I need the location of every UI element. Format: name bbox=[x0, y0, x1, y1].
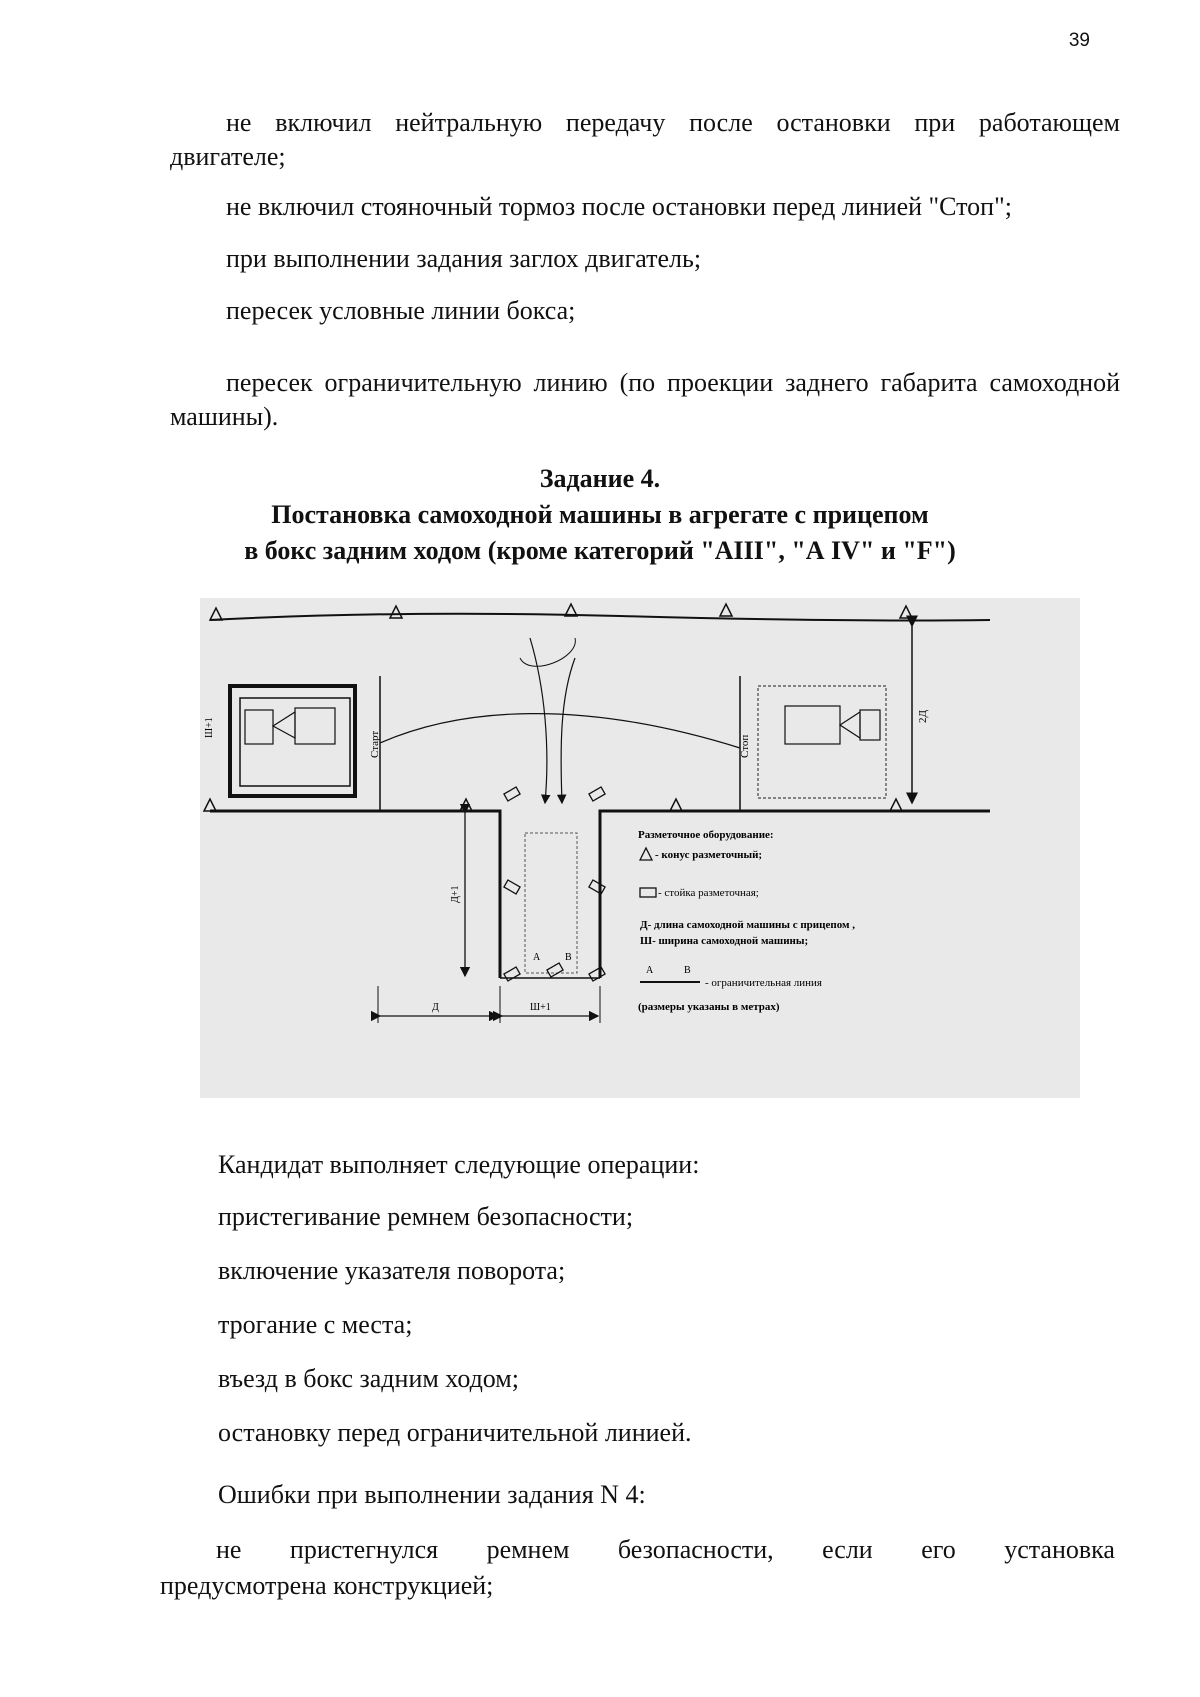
error-paragraph: не пристегнулся ремнем безопасности, есл… bbox=[160, 1532, 1115, 1604]
parked-position bbox=[524, 832, 578, 974]
legend-cone-icon bbox=[638, 846, 654, 861]
legend-d-def: Д- длина самоходной машины с прицепом , bbox=[640, 919, 855, 931]
trailer-icon bbox=[294, 707, 336, 745]
legend-cone: - конус разметочный; bbox=[655, 849, 762, 861]
tractor-icon bbox=[244, 709, 274, 745]
cone-icon bbox=[898, 604, 914, 619]
maneuver-diagram: Старт Ш+1 Стоп 2Д А В bbox=[200, 598, 1080, 1098]
paragraph-parking-brake: не включил стояночный тормоз после остан… bbox=[226, 192, 1012, 221]
page-number: 39 bbox=[1068, 30, 1090, 51]
top-cones bbox=[208, 602, 914, 621]
error-word: его bbox=[921, 1535, 956, 1564]
post-icon bbox=[503, 966, 521, 982]
legend-post: - стойка разметочная; bbox=[658, 887, 759, 899]
post-icon bbox=[503, 879, 521, 895]
task-title-line1: Постановка самоходной машины в агрегате … bbox=[271, 500, 929, 529]
operation-item: въезд в бокс задним ходом; bbox=[218, 1364, 519, 1393]
post-icon bbox=[546, 962, 564, 978]
task-title-line2: в бокс задним ходом (кроме категорий "АI… bbox=[244, 536, 956, 565]
top-boundary-line bbox=[209, 612, 991, 622]
legend: Разметочное оборудование: - конус размет… bbox=[638, 829, 855, 1013]
paragraph-box-lines: пересек условные линии бокса; bbox=[226, 296, 576, 325]
cone-icon bbox=[208, 606, 224, 621]
legend-title: Разметочное оборудование: bbox=[638, 829, 774, 841]
trajectory-curve bbox=[379, 713, 741, 749]
paragraph-engine-stall: при выполнении задания заглох двигатель; bbox=[226, 244, 702, 273]
dim-d-label: Д bbox=[432, 1002, 439, 1013]
legend-units: (размеры указаны в метрах) bbox=[638, 1001, 780, 1013]
stop-line-label: Стоп bbox=[739, 735, 751, 758]
point-a: А bbox=[533, 952, 541, 963]
operations-intro: Кандидат выполняет следующие операции: bbox=[218, 1150, 700, 1179]
cone-icon bbox=[458, 797, 474, 812]
operation-item: включение указателя поворота; bbox=[218, 1256, 566, 1285]
start-width-dim: Ш+1 bbox=[204, 717, 215, 738]
cone-icon bbox=[202, 797, 218, 812]
error-word: пристегнулся bbox=[289, 1535, 439, 1564]
dim-d1-label: Д+1 bbox=[450, 886, 461, 903]
start-line-label: Старт bbox=[369, 731, 381, 758]
legend-line-b: В bbox=[684, 965, 691, 976]
point-b: В bbox=[565, 952, 572, 963]
post-icon bbox=[503, 786, 521, 802]
stop-area bbox=[757, 685, 887, 799]
box-outline bbox=[210, 809, 990, 978]
error-line-2: предусмотрена конструкцией; bbox=[160, 1571, 494, 1600]
post-icon bbox=[588, 879, 606, 895]
task-number: Задание 4. bbox=[539, 464, 661, 493]
cone-icon bbox=[718, 602, 734, 617]
operation-item: пристегивание ремнем безопасности; bbox=[218, 1202, 634, 1231]
dim-2d-label: 2Д bbox=[917, 710, 929, 724]
cone-icon bbox=[888, 797, 904, 812]
marker-posts bbox=[503, 786, 606, 982]
legend-line-def: - ограничительная линия bbox=[705, 977, 822, 989]
legend-post-icon bbox=[639, 887, 657, 898]
error-word: установка bbox=[1004, 1535, 1115, 1564]
legend-sh-def: Ш- ширина самоходной машины; bbox=[640, 935, 808, 947]
cone-icon bbox=[388, 604, 404, 619]
error-word: не bbox=[216, 1535, 242, 1564]
error-line-1: не пристегнулся ремнем безопасности, есл… bbox=[160, 1532, 1115, 1568]
error-word: если bbox=[822, 1535, 873, 1564]
cone-icon bbox=[668, 797, 684, 812]
operation-item: остановку перед ограничительной линией. bbox=[218, 1418, 692, 1447]
error-word: ремнем bbox=[486, 1535, 570, 1564]
paragraph-neutral-gear: не включил нейтральную передачу после ос… bbox=[170, 108, 1120, 171]
paragraph-limit-line: пересек ограничительную линию (по проекц… bbox=[170, 368, 1120, 431]
dim-sh1-label: Ш+1 bbox=[530, 1002, 551, 1013]
legend-line-a: А bbox=[646, 965, 654, 976]
post-icon bbox=[588, 786, 606, 802]
post-icon bbox=[588, 966, 606, 982]
start-area bbox=[228, 684, 357, 798]
error-word: безопасности, bbox=[617, 1535, 774, 1564]
errors-intro: Ошибки при выполнении задания N 4: bbox=[218, 1480, 646, 1509]
baseline-cones bbox=[202, 797, 904, 812]
cone-icon bbox=[563, 602, 579, 617]
maneuver-diagram-svg: Старт Ш+1 Стоп 2Д А В bbox=[202, 602, 991, 1023]
operation-item: трогание с места; bbox=[218, 1310, 413, 1339]
